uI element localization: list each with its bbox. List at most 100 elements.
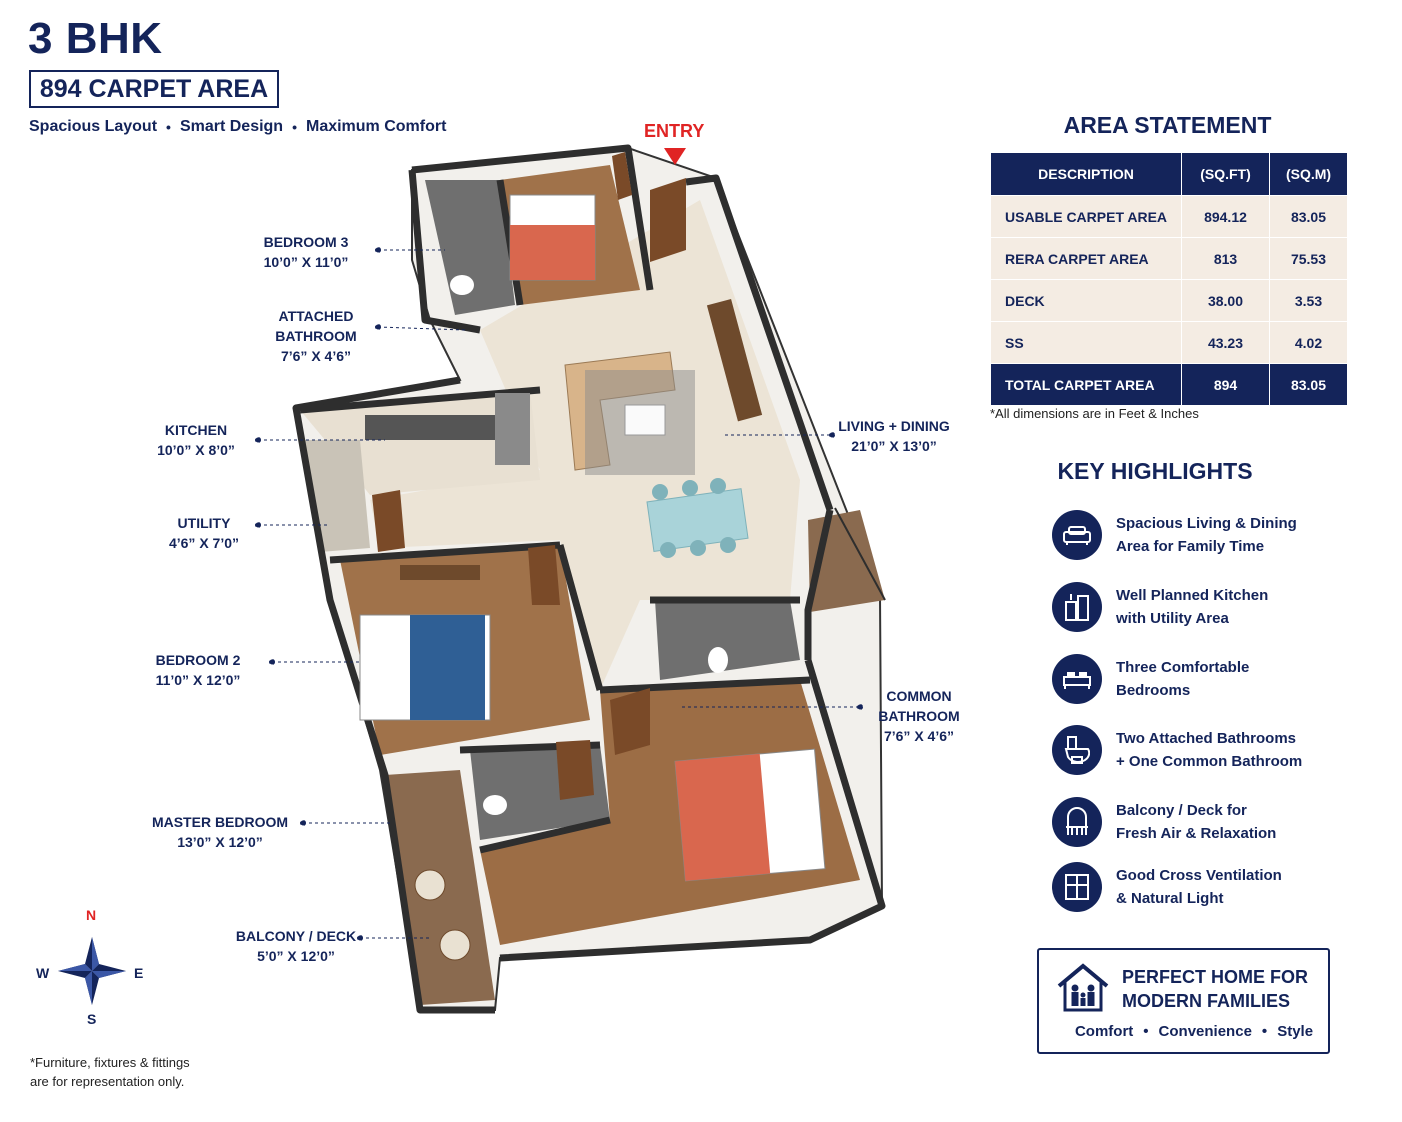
promo-feature: Convenience bbox=[1158, 1023, 1252, 1040]
cell-description: USABLE CARPET AREA bbox=[990, 195, 1182, 238]
promo-box bbox=[1037, 948, 1330, 1054]
label-utility: UTILITY 4’6” X 7’0” bbox=[114, 513, 294, 553]
column-header: (SQ.M) bbox=[1269, 152, 1348, 196]
highlight-line: Fresh Air & Relaxation bbox=[1116, 825, 1277, 842]
table-total-row: TOTAL CARPET AREA 894 83.05 bbox=[990, 363, 1348, 406]
cell-description: SS bbox=[990, 321, 1182, 364]
highlight-text: Spacious Living & Dining Area for Family… bbox=[1116, 512, 1316, 558]
label-common-bathroom: COMMON BATHROOM 7’6” X 4’6” bbox=[829, 686, 1009, 746]
entry-label: ENTRY bbox=[644, 121, 705, 141]
column-header: DESCRIPTION bbox=[990, 152, 1182, 196]
separator-dot: • bbox=[292, 119, 297, 135]
promo-title: PERFECT HOME FOR MODERN FAMILIES bbox=[1122, 965, 1322, 1013]
room-name: BEDROOM 3 bbox=[263, 234, 349, 250]
common-bath-floor bbox=[655, 600, 800, 680]
cell-sqm: 3.53 bbox=[1269, 279, 1348, 322]
room-name: LIVING + DINING bbox=[838, 418, 950, 434]
table-row: USABLE CARPET AREA 894.12 83.05 bbox=[990, 195, 1348, 238]
entry-arrow-icon bbox=[664, 148, 686, 165]
highlight-line: Three Comfortable bbox=[1116, 659, 1250, 676]
room-dim: 10’0” X 8’0” bbox=[157, 442, 235, 458]
label-bedroom3: BEDROOM 3 10’0” X 11’0” bbox=[216, 232, 396, 272]
room-dim: 7’6” X 4’6” bbox=[883, 728, 955, 744]
room-name: KITCHEN bbox=[164, 422, 228, 438]
compass-icon bbox=[58, 937, 126, 1005]
tagline: Spacious Layout • Smart Design • Maximum… bbox=[29, 118, 446, 136]
disclaimer-line: are for representation only. bbox=[30, 1074, 185, 1089]
highlight-line: Good Cross Ventilation bbox=[1116, 867, 1282, 884]
tv2 bbox=[400, 565, 480, 580]
key-highlights-title: KEY HIGHLIGHTS bbox=[1057, 458, 1253, 484]
door bbox=[528, 545, 560, 605]
room-dim: 13’0” X 12’0” bbox=[177, 834, 263, 850]
promo-features: Comfort • Convenience • Style bbox=[1060, 1023, 1328, 1040]
highlight-text: Three Comfortable Bedrooms bbox=[1116, 656, 1316, 702]
toilet bbox=[450, 275, 474, 295]
room-dim: 4’6” X 7’0” bbox=[168, 535, 240, 551]
bath3-floor bbox=[425, 180, 515, 315]
page-title: 3 BHK bbox=[28, 14, 163, 63]
highlight-line: Balcony / Deck for bbox=[1116, 802, 1247, 819]
coffee-table bbox=[624, 404, 666, 436]
balcony-icon bbox=[1052, 797, 1102, 847]
highlight-item: Well Planned Kitchen with Utility Area bbox=[1052, 582, 1316, 632]
label-balcony: BALCONY / DECK 5’0” X 12’0” bbox=[206, 926, 386, 966]
room-name: MASTER BEDROOM bbox=[151, 814, 289, 830]
dimensions-note: *All dimensions are in Feet & Inches bbox=[990, 406, 1199, 421]
kitchen-counter bbox=[365, 415, 495, 440]
room-name: BEDROOM 2 bbox=[155, 652, 241, 668]
cell-sqm: 83.05 bbox=[1269, 363, 1348, 406]
highlight-line: Two Attached Bathrooms bbox=[1116, 730, 1297, 747]
highlight-item: Two Attached Bathrooms + One Common Bath… bbox=[1052, 725, 1316, 775]
cell-description: TOTAL CARPET AREA bbox=[990, 363, 1182, 406]
highlight-item: Balcony / Deck for Fresh Air & Relaxatio… bbox=[1052, 797, 1316, 847]
balcony-chair bbox=[414, 869, 446, 901]
compass-north: N bbox=[86, 907, 97, 923]
room-name: BATHROOM bbox=[878, 708, 960, 724]
promo-feature: Comfort bbox=[1074, 1023, 1134, 1040]
highlight-item: Three Comfortable Bedrooms bbox=[1052, 654, 1316, 704]
cell-sqm: 75.53 bbox=[1269, 237, 1348, 280]
door bbox=[612, 152, 632, 200]
compass-south: S bbox=[87, 1011, 97, 1027]
highlight-text: Two Attached Bathrooms + One Common Bath… bbox=[1116, 727, 1316, 773]
room-dim: 11’0” X 12’0” bbox=[155, 672, 241, 688]
master-bed-cover bbox=[675, 753, 771, 881]
highlight-line: Area for Family Time bbox=[1116, 538, 1265, 555]
tv-unit bbox=[706, 298, 763, 422]
cell-sqft: 38.00 bbox=[1181, 279, 1270, 322]
label-bedroom2: BEDROOM 2 11’0” X 12’0” bbox=[108, 650, 288, 690]
master-floor bbox=[480, 680, 860, 945]
entry-door bbox=[650, 178, 686, 262]
bed3-cover bbox=[510, 225, 595, 280]
cell-sqm: 83.05 bbox=[1269, 195, 1348, 238]
label-attached-bathroom: ATTACHED BATHROOM 7’6” X 4’6” bbox=[226, 306, 406, 366]
door bbox=[372, 490, 405, 552]
highlight-line: with Utility Area bbox=[1116, 610, 1229, 627]
window-icon bbox=[1052, 862, 1102, 912]
label-living-dining: LIVING + DINING 21’0” X 13’0” bbox=[804, 416, 984, 456]
compass-west: W bbox=[36, 965, 50, 981]
table-header-row: DESCRIPTION (SQ.FT) (SQ.M) bbox=[990, 152, 1348, 196]
room-dim: 7’6” X 4’6” bbox=[280, 348, 352, 364]
table-row: RERA CARPET AREA 813 75.53 bbox=[990, 237, 1348, 280]
highlight-text: Well Planned Kitchen with Utility Area bbox=[1116, 584, 1316, 630]
highlight-item: Good Cross Ventilation & Natural Light bbox=[1052, 862, 1316, 912]
highlight-line: Spacious Living & Dining bbox=[1116, 515, 1297, 532]
toilet-icon bbox=[1052, 725, 1102, 775]
cell-sqft: 894 bbox=[1181, 363, 1270, 406]
separator-dot: • bbox=[1261, 1023, 1268, 1040]
tagline-item: Spacious Layout bbox=[29, 118, 158, 135]
highlight-item: Spacious Living & Dining Area for Family… bbox=[1052, 510, 1316, 560]
area-statement-title: AREA STATEMENT bbox=[1063, 112, 1272, 138]
room-dim: 21’0” X 13’0” bbox=[851, 438, 937, 454]
cell-sqft: 894.12 bbox=[1181, 195, 1270, 238]
sofa-icon bbox=[1052, 510, 1102, 560]
fridge bbox=[495, 393, 530, 465]
compass-east: E bbox=[134, 965, 144, 981]
table-row: SS 43.23 4.02 bbox=[990, 321, 1348, 364]
balcony-chair bbox=[439, 929, 471, 961]
cell-description: DECK bbox=[990, 279, 1182, 322]
room-name: UTILITY bbox=[177, 515, 231, 531]
